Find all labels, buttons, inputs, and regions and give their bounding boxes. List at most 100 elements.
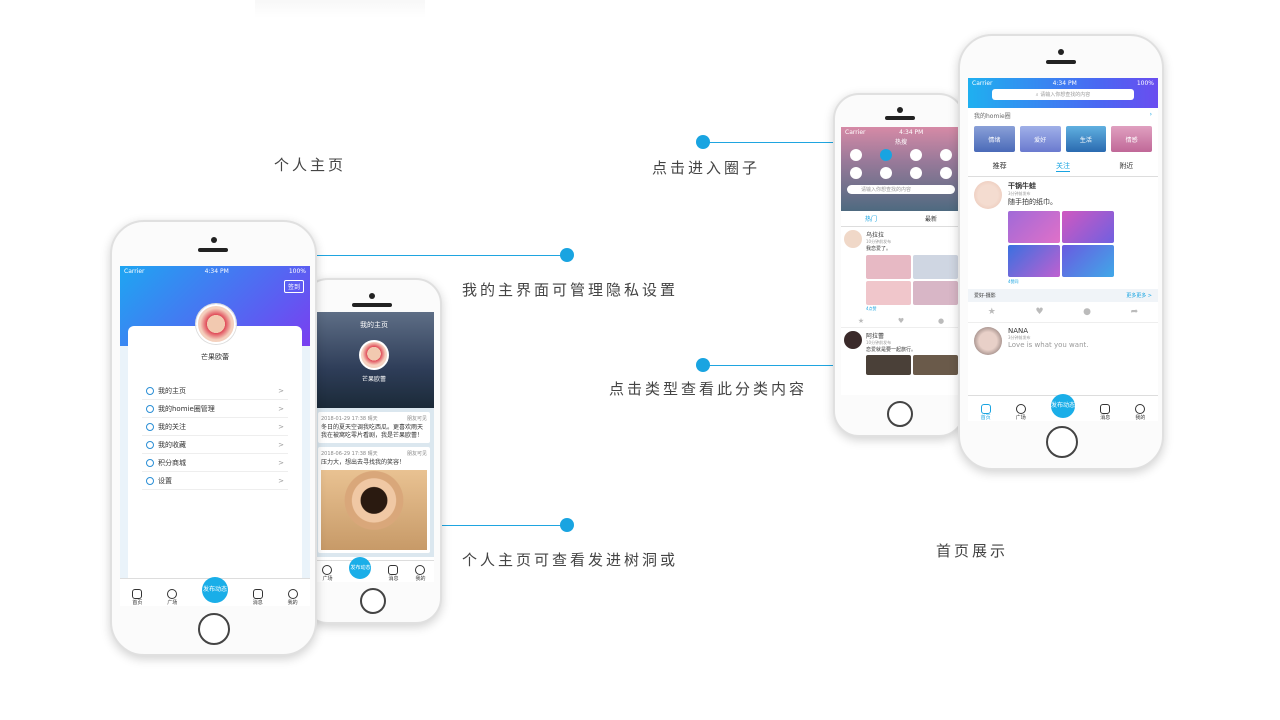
post-image[interactable] bbox=[1008, 245, 1060, 277]
post-image[interactable] bbox=[913, 255, 958, 279]
gear-icon bbox=[146, 476, 154, 485]
menu-item-circle-manage[interactable]: 我的homie圈管理> bbox=[142, 400, 288, 418]
comment-icon[interactable]: ● bbox=[1083, 307, 1092, 317]
avatar[interactable] bbox=[974, 327, 1002, 355]
post-image[interactable] bbox=[866, 355, 911, 375]
circle-item[interactable]: 生活 bbox=[1065, 126, 1107, 152]
avatar[interactable] bbox=[974, 181, 1002, 209]
tab-recommend[interactable]: 推荐 bbox=[992, 162, 1007, 170]
post-image[interactable] bbox=[866, 255, 911, 279]
heart-icon[interactable]: ♥ bbox=[1035, 307, 1044, 317]
post-image[interactable] bbox=[913, 281, 958, 305]
post-photo[interactable] bbox=[321, 470, 427, 550]
camera bbox=[1058, 49, 1064, 55]
post-meta: 2018-06-29 17:38 晴天 bbox=[321, 451, 378, 457]
category-icon[interactable] bbox=[880, 149, 892, 161]
category-icon[interactable] bbox=[880, 167, 892, 179]
publish-button[interactable]: 发布动态 bbox=[1051, 394, 1075, 418]
tab-square[interactable]: 广场 bbox=[322, 565, 333, 582]
feed-tabs: 推荐 关注 附近 bbox=[968, 157, 1158, 177]
menu-item-follow[interactable]: 我的关注> bbox=[142, 418, 288, 436]
circle-item[interactable]: 情感 bbox=[1111, 126, 1152, 152]
speaker bbox=[1046, 60, 1076, 64]
share-icon[interactable]: ➦ bbox=[1130, 307, 1139, 317]
heart-icon[interactable]: ♥ bbox=[897, 317, 905, 325]
avatar[interactable] bbox=[844, 230, 862, 248]
star-icon[interactable]: ★ bbox=[857, 317, 865, 325]
menu-item-my-home[interactable]: 我的主页> bbox=[142, 382, 288, 400]
post-author: 干锅牛蛙 bbox=[1008, 182, 1036, 190]
tab-home[interactable]: 首页 bbox=[132, 589, 142, 606]
circle-tag-row[interactable]: 爱好-摄影 更多更多 > bbox=[968, 289, 1158, 302]
tab-messages[interactable]: 消息 bbox=[252, 589, 263, 606]
post-image[interactable] bbox=[1062, 245, 1114, 277]
avatar[interactable] bbox=[196, 304, 236, 344]
caption-personal-view: 个人主页可查看发进树洞或 bbox=[462, 551, 679, 569]
category-icon[interactable] bbox=[850, 149, 862, 161]
more-link[interactable]: 更多更多 > bbox=[1126, 293, 1152, 299]
post-image[interactable] bbox=[866, 281, 911, 305]
publish-button[interactable]: 发布动态 bbox=[349, 557, 372, 579]
speaker bbox=[352, 303, 392, 307]
menu-item-favorites[interactable]: 我的收藏> bbox=[142, 436, 288, 454]
circle-item[interactable]: 情绪 bbox=[974, 126, 1015, 152]
chevron-right-icon[interactable]: › bbox=[1149, 111, 1152, 118]
tab-messages[interactable]: 消息 bbox=[388, 565, 398, 582]
avatar bbox=[359, 340, 389, 370]
home-button[interactable] bbox=[1046, 426, 1078, 458]
home-button[interactable] bbox=[360, 588, 386, 614]
post-meta: 10分钟前发布 bbox=[866, 239, 892, 244]
username: 芒果欧蕾 bbox=[201, 353, 229, 361]
category-icon[interactable] bbox=[940, 149, 952, 161]
username: 芒果欧蕾 bbox=[361, 376, 386, 383]
tab-square[interactable]: 广场 bbox=[167, 589, 177, 606]
star-icon[interactable]: ★ bbox=[987, 307, 996, 317]
screen: 我的主页 芒果欧蕾 2018-01-29 17:38 晴天 朋友可见 冬日的夏天… bbox=[314, 312, 434, 582]
connector-line-category bbox=[704, 365, 852, 366]
publish-button[interactable]: 发布动态 bbox=[201, 577, 228, 603]
search-input[interactable]: ⌕ 请输入你想查找的内容 bbox=[992, 89, 1134, 100]
category-icon[interactable] bbox=[910, 167, 922, 179]
circle-section: 我的homie圈 › 情绪 爱好 生活 情感 bbox=[968, 108, 1158, 155]
connector-dot-personal-view bbox=[560, 518, 574, 532]
post-image[interactable] bbox=[913, 355, 958, 375]
tab-latest[interactable]: 最新 bbox=[924, 216, 937, 223]
menu-item-settings[interactable]: 设置> bbox=[142, 472, 288, 490]
tab-mine[interactable]: 我的 bbox=[415, 565, 425, 582]
avatar[interactable] bbox=[844, 331, 862, 349]
tab-nearby[interactable]: 附近 bbox=[1119, 162, 1134, 170]
tab-mine[interactable]: 我的 bbox=[287, 589, 298, 606]
category-icon[interactable] bbox=[940, 167, 952, 179]
circle-item[interactable]: 爱好 bbox=[1019, 126, 1061, 152]
menu-item-points-mall[interactable]: 积分商城> bbox=[142, 454, 288, 472]
post-image[interactable] bbox=[1062, 211, 1114, 243]
post-text: Love is what you want. bbox=[1008, 341, 1089, 349]
signin-button[interactable]: 签到 bbox=[283, 280, 304, 293]
tab-bar: 首页 广场 发布动态 消息 我的 bbox=[968, 394, 1158, 421]
tab-mine[interactable]: 我的 bbox=[1135, 404, 1145, 421]
tab-hot[interactable]: 热门 bbox=[864, 216, 877, 223]
post-text: 冬日的夏天空调我吃西瓜。更喜欢雨天我在被窝吃零片看剧，我是芒果欧蕾！ bbox=[321, 424, 424, 439]
tab-home[interactable]: 首页 bbox=[980, 404, 991, 421]
tab-square[interactable]: 广场 bbox=[1015, 404, 1026, 421]
post-image[interactable] bbox=[1008, 211, 1060, 243]
category-icon[interactable] bbox=[850, 167, 862, 179]
caption-category: 点击类型查看此分类内容 bbox=[609, 380, 808, 398]
globe-icon bbox=[146, 404, 154, 413]
home-button[interactable] bbox=[198, 613, 230, 645]
comment-icon[interactable]: ● bbox=[937, 317, 945, 325]
tab-messages[interactable]: 消息 bbox=[1100, 404, 1110, 421]
post-actions: ★ ♥ ● ➦ bbox=[968, 302, 1158, 323]
category-icon[interactable] bbox=[910, 149, 922, 161]
home-button[interactable] bbox=[887, 401, 913, 427]
post-author: 阿拉蕾 bbox=[866, 333, 885, 340]
tab-follow[interactable]: 关注 bbox=[1055, 162, 1070, 172]
post-meta: 3分钟前发布 bbox=[1008, 191, 1031, 196]
search-input[interactable]: 请输入你想查找的内容 bbox=[847, 185, 955, 194]
